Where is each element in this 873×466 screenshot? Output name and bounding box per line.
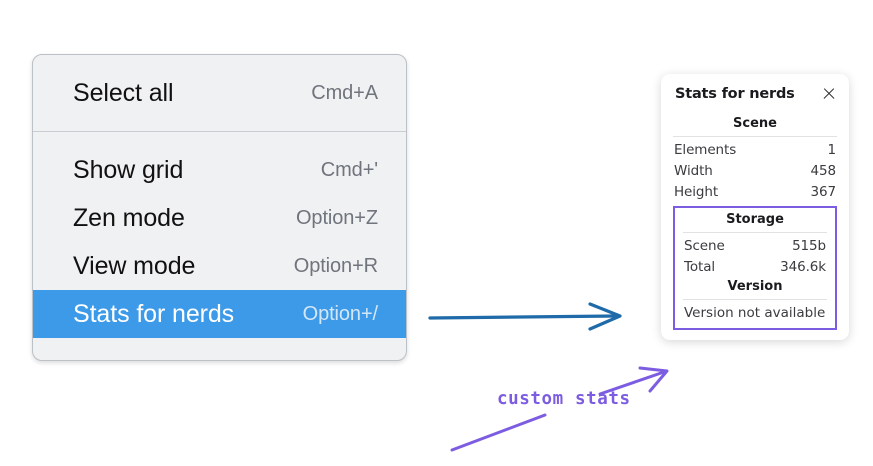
section-title-storage: Storage [726, 212, 784, 227]
flow-arrow-icon [428, 302, 622, 331]
stat-key: Total [684, 258, 716, 275]
stat-value: 367 [810, 183, 837, 200]
menu-item-label: Stats for nerds [73, 299, 235, 328]
handwritten-note: custom stats [497, 389, 631, 409]
stat-row-elements: Elements 1 [673, 139, 837, 160]
menu-item-shortcut: Option+/ [302, 302, 378, 325]
menu-item-label: Zen mode [73, 203, 185, 232]
menu-item-stats-for-nerds[interactable]: Stats for nerds Option+/ [33, 290, 406, 338]
menu-item-shortcut: Option+R [293, 254, 378, 277]
section-divider [673, 136, 837, 137]
menu-item-view-mode[interactable]: View mode Option+R [33, 242, 406, 290]
menu-item-label: Show grid [73, 155, 184, 184]
stat-row-width: Width 458 [673, 160, 837, 181]
menu-item-label: Select all [73, 78, 174, 107]
stat-row-storage-scene: Scene 515b [683, 235, 827, 256]
stat-row-height: Height 367 [673, 181, 837, 202]
stat-key: Scene [684, 237, 725, 254]
stat-value: 1 [827, 141, 837, 158]
section-divider [683, 232, 827, 233]
menu-bottom-padding [33, 338, 406, 360]
stats-section-storage: Storage Scene 515b Total 346.6k [683, 210, 827, 277]
stat-key: Elements [674, 141, 737, 158]
section-title-version: Version [727, 279, 783, 294]
section-title-scene: Scene [733, 116, 777, 131]
stats-section-version: Version Version not available [683, 277, 827, 322]
stats-panel-body: Scene Elements 1 Width 458 Height 367 [661, 114, 849, 330]
stat-row-storage-total: Total 346.6k [683, 256, 827, 277]
menu-item-shortcut: Cmd+A [311, 81, 378, 104]
stat-value: 346.6k [780, 258, 826, 275]
stats-for-nerds-panel[interactable]: Stats for nerds Scene Elements 1 Width 4… [661, 74, 849, 340]
stat-key: Width [674, 162, 713, 179]
version-text: Version not available [684, 305, 826, 321]
stats-panel-title: Stats for nerds [675, 86, 795, 102]
menu-group-1: Select all Cmd+A [33, 55, 406, 132]
callout-arrow-icon [598, 366, 669, 396]
stats-panel-header: Stats for nerds [661, 86, 849, 102]
custom-stats-highlight-box: Storage Scene 515b Total 346.6k Version … [673, 206, 837, 330]
menu-item-select-all[interactable]: Select all Cmd+A [33, 69, 406, 117]
menu-item-label: View mode [73, 251, 196, 280]
menu-item-zen-mode[interactable]: Zen mode Option+Z [33, 194, 406, 242]
menu-item-show-grid[interactable]: Show grid Cmd+' [33, 146, 406, 194]
section-divider [683, 299, 827, 300]
context-menu[interactable]: Select all Cmd+A Show grid Cmd+' Zen mod… [32, 54, 407, 361]
close-icon[interactable] [821, 86, 837, 102]
stat-key: Height [674, 183, 719, 200]
menu-item-shortcut: Option+Z [295, 206, 378, 229]
stat-value: 458 [810, 162, 837, 179]
menu-group-2: Show grid Cmd+' Zen mode Option+Z View m… [33, 132, 406, 360]
menu-item-shortcut: Cmd+' [320, 158, 378, 181]
stats-section-scene: Scene Elements 1 Width 458 Height 367 [673, 114, 837, 202]
callout-underline-icon [450, 413, 547, 452]
stat-value: 515b [792, 237, 826, 254]
